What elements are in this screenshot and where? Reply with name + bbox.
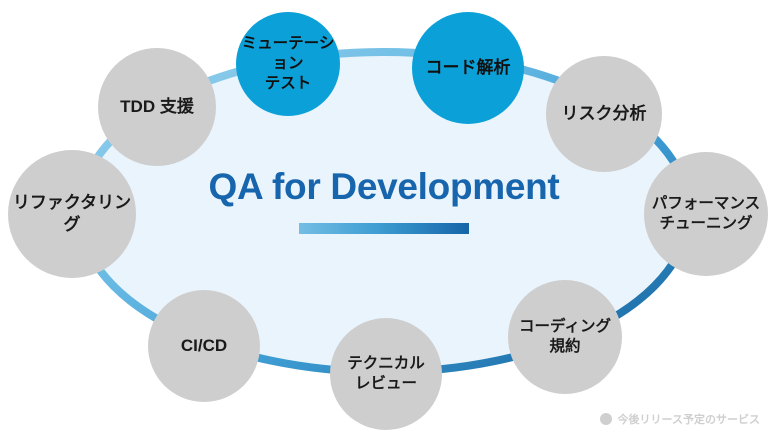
node-label-performance-tuning: パフォーマンス チューニング [651,195,761,232]
legend: 今後リリース予定のサービス [599,411,760,427]
legend-dot-icon [599,413,612,425]
node-label-coding-standards: コーディング 規約 [519,318,611,355]
node-label-risk-analysis: リスク分析 [561,104,647,124]
node-risk-analysis[interactable]: リスク分析 [546,56,662,172]
node-label-ci-cd: CI/CD [180,336,228,356]
legend-label: 今後リリース予定のサービス [617,414,760,426]
node-technical-review[interactable]: テクニカル レビュー [330,318,442,430]
node-ci-cd[interactable]: CI/CD [148,290,260,402]
node-refactoring[interactable]: リファクタリング [8,150,136,278]
node-tdd-support[interactable]: TDD 支援 [98,48,216,166]
node-label-refactoring: リファクタリング [12,193,132,234]
node-mutation-test[interactable]: ミューテーション テスト [236,12,340,116]
node-coding-standards[interactable]: コーディング 規約 [508,280,622,394]
node-label-tdd-support: TDD 支援 [120,97,194,117]
node-label-code-analysis: コード解析 [425,58,511,78]
node-label-mutation-test: ミューテーション テスト [241,35,335,92]
node-label-technical-review: テクニカル レビュー [347,355,425,392]
node-code-analysis[interactable]: コード解析 [412,12,524,124]
node-performance-tuning[interactable]: パフォーマンス チューニング [644,152,768,276]
